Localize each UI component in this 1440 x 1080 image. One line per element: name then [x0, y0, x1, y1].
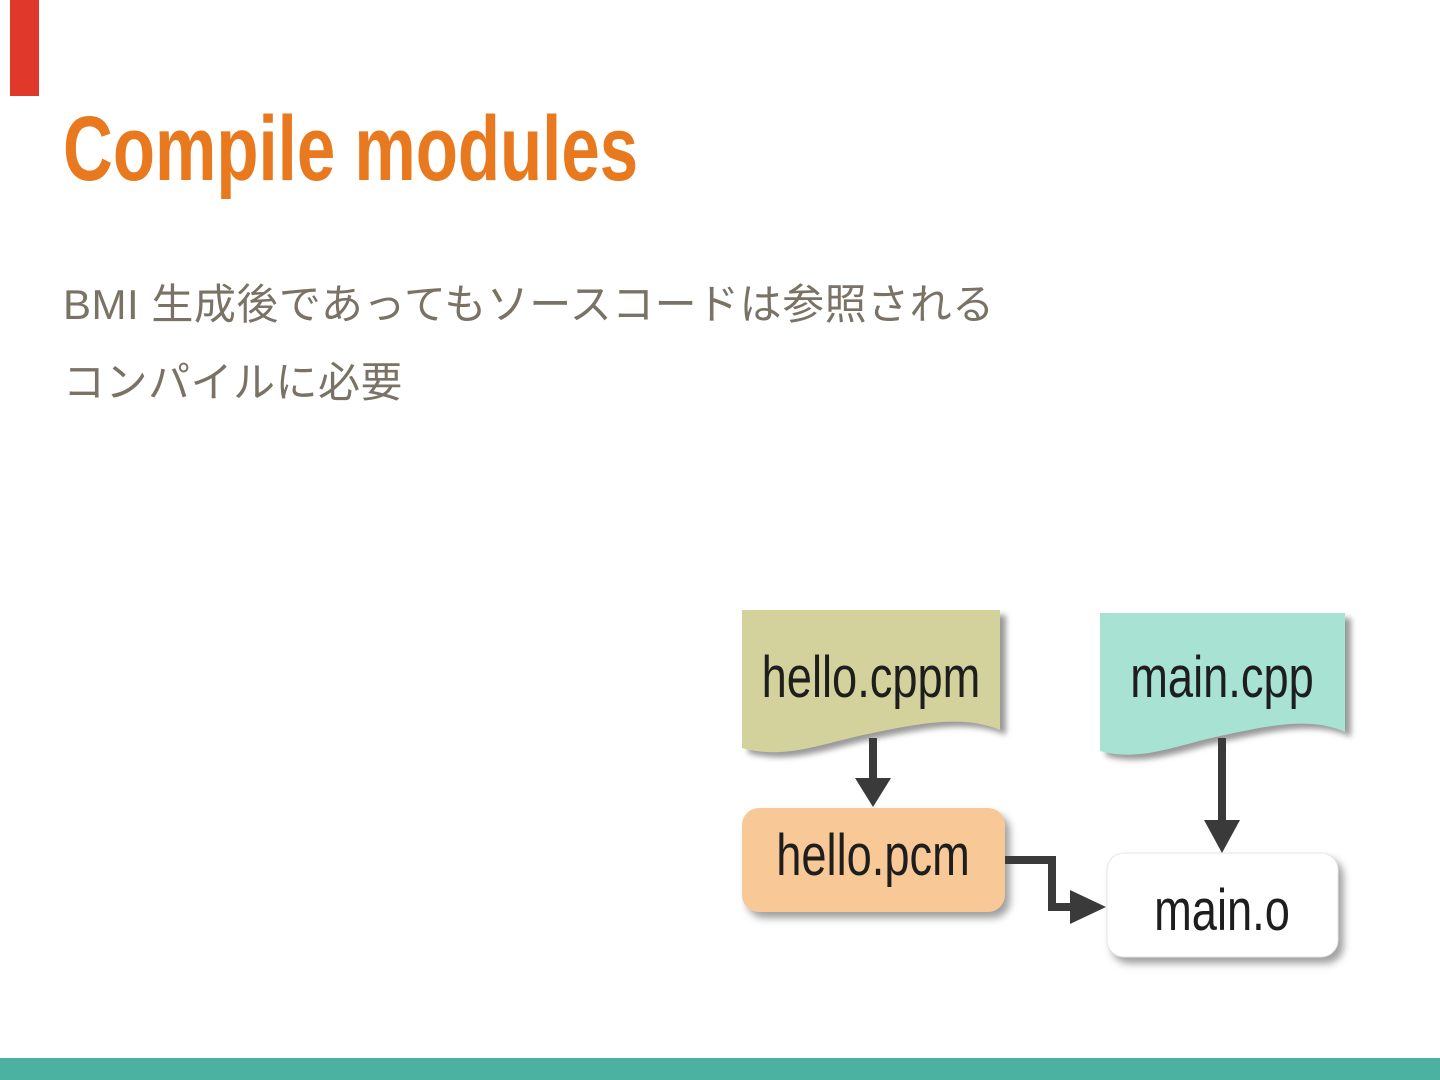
arrow-main-cpp-to-main-o	[1204, 738, 1240, 853]
box-node-hello-pcm: hello.pcm	[742, 808, 1005, 912]
body-text-line-2: コンパイルに必要	[63, 359, 404, 406]
arrowhead-right-icon	[1070, 890, 1106, 924]
body-text-line-1: BMI 生成後であってもソースコードは参照される	[63, 281, 995, 328]
arrow-hello-pcm-to-main-o	[1005, 856, 1106, 924]
slide-title: Compile modules	[63, 98, 639, 200]
node-label-main-o: main.o	[1154, 879, 1290, 944]
arrow-hello-cppm-to-hello-pcm	[855, 738, 891, 807]
bookmark-ribbon	[10, 0, 39, 96]
document-shape-main-cpp	[1100, 613, 1345, 755]
footer-accent-bar	[0, 1058, 1440, 1080]
document-shape-hello-cppm	[742, 610, 1000, 753]
document-node-hello-cppm: hello.cppm	[742, 610, 1000, 753]
box-shape-hello-pcm	[742, 808, 1005, 912]
node-label-main-cpp: main.cpp	[1130, 646, 1314, 711]
node-label-hello-pcm: hello.pcm	[776, 824, 970, 889]
compile-flow-diagram: hello.cppm main.cpp hello.pcm main.o	[742, 610, 1345, 958]
arrowhead-down-icon	[855, 778, 891, 807]
box-shape-main-o	[1106, 852, 1339, 958]
box-node-main-o: main.o	[1106, 852, 1339, 958]
node-label-hello-cppm: hello.cppm	[762, 646, 981, 711]
arrowhead-down-icon	[1204, 820, 1240, 853]
document-node-main-cpp: main.cpp	[1100, 613, 1345, 755]
